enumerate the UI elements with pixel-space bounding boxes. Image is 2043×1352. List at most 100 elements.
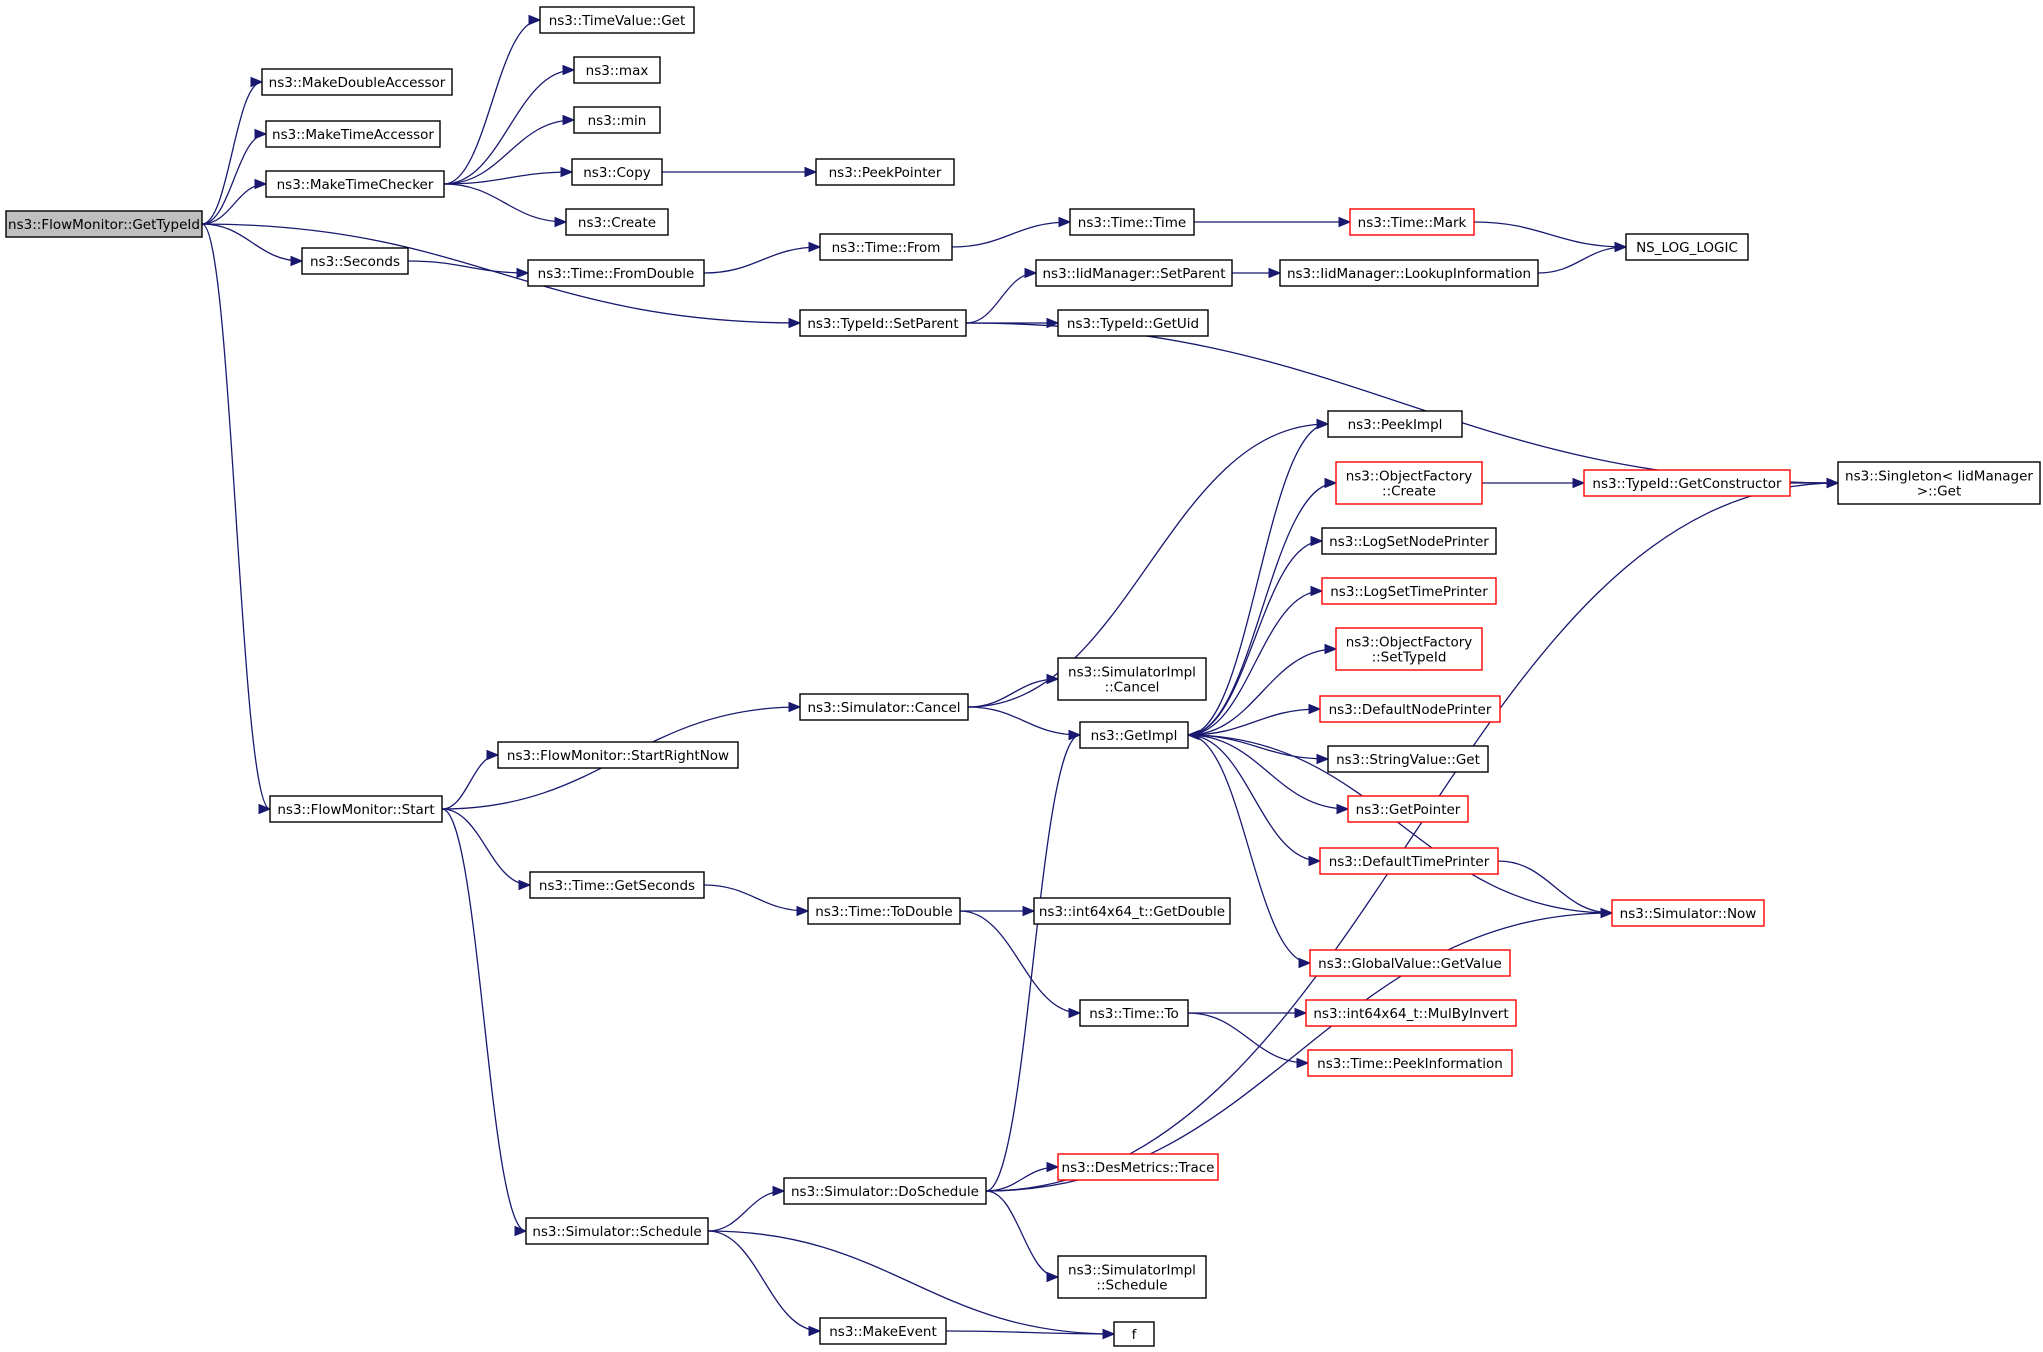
edge-time-to-to-time-peek-information	[1187, 1012, 1309, 1064]
node-simulatorimpl-schedule[interactable]: ns3::SimulatorImpl::Schedule	[1057, 1255, 1207, 1299]
edge-get-type-id-to-make-time-accessor	[201, 133, 267, 225]
node-time-peek-information[interactable]: ns3::Time::PeekInformation	[1307, 1049, 1513, 1077]
arrowhead	[250, 76, 264, 88]
edge-typeid-set-parent-to-singleton-get	[965, 322, 1839, 484]
arrowhead	[1296, 1057, 1310, 1069]
node-label: ns3::GlobalValue::GetValue	[1318, 956, 1502, 972]
node-simulator-now[interactable]: ns3::Simulator::Now	[1611, 899, 1765, 927]
node-time-get-seconds[interactable]: ns3::Time::GetSeconds	[529, 871, 705, 899]
node-simulator-do-schedule[interactable]: ns3::Simulator::DoSchedule	[783, 1177, 987, 1205]
node-flowmonitor-start[interactable]: ns3::FlowMonitor::Start	[269, 795, 443, 823]
node-object-factory-create[interactable]: ns3::ObjectFactory::Create	[1335, 461, 1483, 505]
node-typeid-get-constructor[interactable]: ns3::TypeId::GetConstructor	[1583, 469, 1791, 497]
node-label: ::Schedule	[1096, 1278, 1167, 1294]
node-log-set-node-printer[interactable]: ns3::LogSetNodePrinter	[1321, 527, 1497, 555]
node-make-event[interactable]: ns3::MakeEvent	[819, 1317, 947, 1345]
node-min[interactable]: ns3::min	[573, 106, 661, 134]
node-max[interactable]: ns3::max	[573, 56, 661, 84]
node-iidmanager-lookup[interactable]: ns3::IidManager::LookupInformation	[1279, 259, 1539, 287]
node-label: NS_LOG_LOGIC	[1636, 240, 1738, 256]
node-label: ns3::Simulator::Cancel	[807, 700, 960, 716]
edge-make-time-checker-to-create	[443, 183, 567, 223]
node-start-right-now[interactable]: ns3::FlowMonitor::StartRightNow	[497, 741, 739, 769]
node-box	[1035, 259, 1233, 287]
node-box	[1057, 1153, 1219, 1181]
node-label: ::SetTypeId	[1372, 650, 1447, 666]
node-time-from-double[interactable]: ns3::Time::FromDouble	[527, 259, 705, 287]
node-desmetrics-trace[interactable]: ns3::DesMetrics::Trace	[1057, 1153, 1219, 1181]
node-time-time[interactable]: ns3::Time::Time	[1069, 208, 1195, 236]
node-box	[5, 210, 203, 238]
node-get-impl[interactable]: ns3::GetImpl	[1079, 721, 1189, 749]
node-box	[799, 309, 967, 337]
node-peek-pointer[interactable]: ns3::PeekPointer	[815, 158, 955, 186]
node-simulator-schedule[interactable]: ns3::Simulator::Schedule	[525, 1217, 709, 1245]
node-time-to[interactable]: ns3::Time::To	[1079, 999, 1189, 1027]
node-box	[527, 259, 705, 287]
node-singleton-get[interactable]: ns3::Singleton< IidManager >::Get	[1837, 461, 2041, 505]
arrowhead	[560, 166, 574, 178]
edge-simulator-do-schedule-to-simulatorimpl-schedule	[985, 1190, 1059, 1278]
node-label: ns3::TypeId::GetConstructor	[1592, 476, 1782, 492]
node-seconds[interactable]: ns3::Seconds	[301, 247, 409, 275]
edge-make-event-to-f	[945, 1330, 1115, 1335]
node-typeid-set-parent[interactable]: ns3::TypeId::SetParent	[799, 309, 967, 337]
node-box	[1625, 233, 1749, 261]
node-box	[1069, 208, 1195, 236]
node-make-time-checker[interactable]: ns3::MakeTimeChecker	[265, 170, 445, 198]
node-simulatorimpl-cancel[interactable]: ns3::SimulatorImpl::Cancel	[1057, 657, 1207, 701]
node-label: ns3::Seconds	[310, 254, 400, 270]
arrowhead	[788, 317, 802, 329]
node-object-factory-set-typeid[interactable]: ns3::ObjectFactory::SetTypeId	[1335, 627, 1483, 671]
node-copy[interactable]: ns3::Copy	[571, 158, 663, 186]
node-time-from[interactable]: ns3::Time::From	[819, 233, 953, 261]
edge-time-to-double-to-time-to	[959, 910, 1081, 1014]
node-label: ns3::DesMetrics::Trace	[1062, 1160, 1215, 1176]
node-box	[301, 247, 409, 275]
node-global-value-get-value[interactable]: ns3::GlobalValue::GetValue	[1309, 949, 1511, 977]
node-iidmanager-set-parent[interactable]: ns3::IidManager::SetParent	[1035, 259, 1233, 287]
node-create[interactable]: ns3::Create	[565, 208, 669, 236]
edge-time-from-to-time-time	[951, 221, 1071, 248]
edge-simulator-schedule-to-simulator-do-schedule	[707, 1190, 785, 1232]
node-label: ns3::FlowMonitor::Start	[277, 802, 434, 818]
arrowhead	[258, 803, 272, 815]
node-label: ns3::DefaultTimePrinter	[1329, 854, 1490, 870]
edge-default-time-printer-to-simulator-now	[1497, 860, 1613, 914]
node-get-pointer[interactable]: ns3::GetPointer	[1347, 795, 1469, 823]
node-f[interactable]: f	[1113, 1321, 1155, 1347]
node-get-type-id[interactable]: ns3::FlowMonitor::GetTypeId	[5, 210, 203, 238]
arrowhead	[1022, 905, 1036, 917]
node-label: ns3::Create	[578, 215, 656, 231]
node-box	[565, 208, 669, 236]
node-label: ns3::PeekPointer	[829, 165, 942, 181]
arrowhead	[518, 879, 532, 891]
node-time-to-double[interactable]: ns3::Time::ToDouble	[807, 897, 961, 925]
node-label: ns3::ObjectFactory	[1346, 469, 1473, 485]
edges-layer	[201, 14, 1840, 1340]
node-int64x64-get-double[interactable]: ns3::int64x64_t::GetDouble	[1033, 897, 1231, 925]
node-simulator-cancel[interactable]: ns3::Simulator::Cancel	[799, 693, 969, 721]
node-log-set-time-printer[interactable]: ns3::LogSetTimePrinter	[1321, 577, 1497, 605]
node-box	[1347, 795, 1469, 823]
node-label: ns3::LogSetNodePrinter	[1329, 534, 1489, 550]
node-default-node-printer[interactable]: ns3::DefaultNodePrinter	[1319, 695, 1501, 723]
node-stringvalue-get[interactable]: ns3::StringValue::Get	[1327, 745, 1489, 773]
edge-get-type-id-to-typeid-set-parent	[201, 223, 801, 324]
node-label: ns3::Time::PeekInformation	[1317, 1056, 1503, 1072]
node-label: ns3::FlowMonitor::StartRightNow	[507, 748, 729, 764]
node-box	[1305, 999, 1517, 1027]
node-int64x64-mul-by-invert[interactable]: ns3::int64x64_t::MulByInvert	[1305, 999, 1517, 1027]
node-make-time-accessor[interactable]: ns3::MakeTimeAccessor	[265, 120, 441, 148]
edge-time-from-double-to-time-from	[703, 246, 821, 274]
node-box	[269, 795, 443, 823]
node-default-time-printer[interactable]: ns3::DefaultTimePrinter	[1319, 847, 1499, 875]
node-box	[497, 741, 739, 769]
node-typeid-get-uid[interactable]: ns3::TypeId::GetUid	[1057, 309, 1209, 337]
node-make-double-accessor[interactable]: ns3::MakeDoubleAccessor	[261, 68, 453, 96]
node-ns-log-logic[interactable]: NS_LOG_LOGIC	[1625, 233, 1749, 261]
node-peek-impl[interactable]: ns3::PeekImpl	[1327, 410, 1463, 438]
node-box	[261, 68, 453, 96]
node-timevalue-get[interactable]: ns3::TimeValue::Get	[539, 6, 695, 34]
node-time-mark[interactable]: ns3::Time::Mark	[1349, 208, 1475, 236]
